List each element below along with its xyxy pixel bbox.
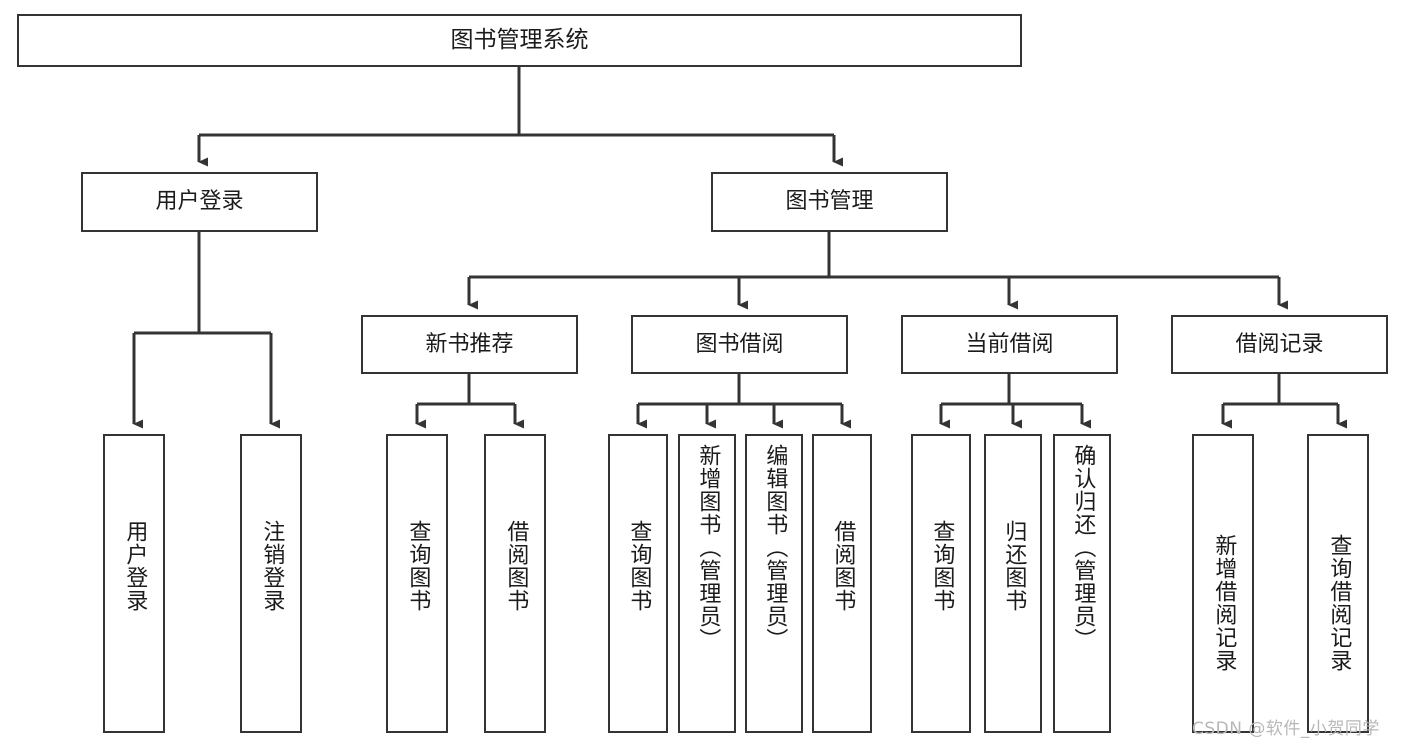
node-leaf-user-login-label: 用户登录 <box>122 520 148 612</box>
node-borrow-record[interactable]: 借阅记录 <box>1171 315 1388 374</box>
node-leaf-user-logout-label: 注销登录 <box>259 520 285 612</box>
node-leaf-add-book-label: 新增图书（管理员） <box>695 444 721 651</box>
csdn-watermark: CSDN @软件_小贺同学 <box>1192 719 1380 739</box>
node-leaf-add-record-label: 新增借阅记录 <box>1211 534 1237 672</box>
node-leaf-return-book[interactable]: 归还图书 <box>984 434 1042 733</box>
node-leaf-borrow-book-label: 借阅图书 <box>830 520 856 612</box>
node-leaf-add-record[interactable]: 新增借阅记录 <box>1192 434 1254 733</box>
node-leaf-borrow-book-rec[interactable]: 借阅图书 <box>484 434 546 733</box>
node-leaf-query-book-label: 查询图书 <box>626 520 652 612</box>
node-leaf-user-logout[interactable]: 注销登录 <box>240 434 302 733</box>
node-book-borrow[interactable]: 图书借阅 <box>631 315 848 374</box>
node-leaf-borrow-book[interactable]: 借阅图书 <box>812 434 872 733</box>
node-leaf-add-book[interactable]: 新增图书（管理员） <box>678 434 736 733</box>
node-leaf-query-record-label: 查询借阅记录 <box>1326 534 1352 672</box>
node-book-borrow-label: 图书借阅 <box>695 331 784 357</box>
node-root-label: 图书管理系统 <box>450 27 589 54</box>
node-leaf-confirm-return-label: 确认归还（管理员） <box>1070 444 1096 651</box>
node-leaf-query-book-rec[interactable]: 查询图书 <box>386 434 448 733</box>
node-leaf-query-book-cur-label: 查询图书 <box>929 520 955 612</box>
node-user-login[interactable]: 用户登录 <box>81 172 318 232</box>
node-current-borrow-label: 当前借阅 <box>965 331 1054 357</box>
node-leaf-query-book-rec-label: 查询图书 <box>405 520 431 612</box>
node-book-manage[interactable]: 图书管理 <box>711 172 948 232</box>
node-borrow-record-label: 借阅记录 <box>1235 331 1324 357</box>
node-user-login-label: 用户登录 <box>155 189 244 215</box>
node-leaf-edit-book-label: 编辑图书（管理员） <box>762 444 788 651</box>
node-current-borrow[interactable]: 当前借阅 <box>901 315 1118 374</box>
node-leaf-edit-book[interactable]: 编辑图书（管理员） <box>745 434 803 733</box>
node-leaf-borrow-book-rec-label: 借阅图书 <box>503 520 529 612</box>
node-leaf-query-book-cur[interactable]: 查询图书 <box>911 434 971 733</box>
node-root[interactable]: 图书管理系统 <box>17 14 1022 67</box>
node-leaf-query-book[interactable]: 查询图书 <box>608 434 668 733</box>
node-leaf-query-record[interactable]: 查询借阅记录 <box>1307 434 1369 733</box>
node-leaf-return-book-label: 归还图书 <box>1001 520 1027 612</box>
node-leaf-user-login[interactable]: 用户登录 <box>103 434 165 733</box>
node-new-book-rec-label: 新书推荐 <box>425 331 514 357</box>
node-book-manage-label: 图书管理 <box>785 189 874 215</box>
node-new-book-rec[interactable]: 新书推荐 <box>361 315 578 374</box>
node-leaf-confirm-return[interactable]: 确认归还（管理员） <box>1053 434 1111 733</box>
